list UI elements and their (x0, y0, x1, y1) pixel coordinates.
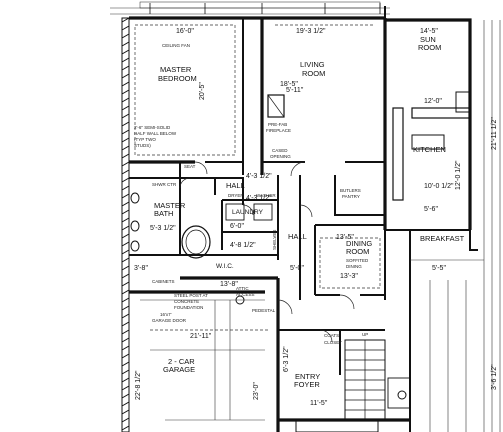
dim-right-lower: 3'-6 1/2" (491, 364, 498, 390)
dim-dining-w: 13'-5" (336, 234, 354, 241)
dim-sun-width: 14'-5" (420, 28, 438, 35)
note-soffit-1: SOFFITED (346, 258, 369, 263)
note-cased-2: OPENING (270, 154, 291, 159)
note-shower: SHWR CTR (152, 182, 177, 187)
dim-living-width: 19'-3 1/2" (296, 28, 326, 35)
note-garage-door-2: GARAGE DOOR (152, 318, 187, 323)
room-master-bath-1: MASTER (154, 201, 186, 210)
note-soffit-2: DINING (346, 264, 362, 269)
note-stair-3: FOUNDATION (174, 305, 203, 310)
tub (181, 225, 211, 259)
dim-kitchen-depth: 12'-0 1/2" (455, 160, 462, 190)
note-pantry-2: PANTRY (342, 194, 360, 199)
room-laundry: LAUNDRY (232, 209, 264, 216)
room-breakfast: BREAKFAST (420, 234, 465, 243)
room-living-1: LIVING (300, 60, 325, 69)
exterior-walls (129, 6, 501, 432)
garage-dim-lines (140, 299, 265, 421)
dim-hall-w: 5'-0" (290, 265, 304, 272)
dim-living-inner: 18'-5" (280, 81, 298, 88)
room-master-bedroom-2: BEDROOM (158, 74, 197, 83)
dim-bath-side: 4'-8 1/2" (230, 242, 256, 249)
room-dining-1: DINING (346, 239, 372, 248)
note-cased-1: CASED (272, 148, 288, 153)
right-lower-lines (295, 259, 484, 432)
note-fireplace-2: FIREPLACE (266, 128, 291, 133)
note-up: UP (362, 332, 368, 337)
note-half-wall-1: 2'-6" SEMI-SOLID (134, 125, 171, 130)
washer-dryer (225, 203, 273, 221)
note-washer: WASHER (256, 193, 276, 198)
note-coats: COATS (324, 333, 339, 338)
room-hall: HALL (288, 232, 307, 241)
note-garage-door-1: 16'x7' (160, 312, 172, 317)
left-wall-hatch (121, 17, 130, 432)
note-attic-2: ACCESS (236, 292, 255, 297)
room-foyer-1: ENTRY (295, 372, 320, 381)
note-fireplace-1: PRE-FAB (268, 122, 287, 127)
room-garage-1: 2 - CAR (168, 357, 195, 366)
note-stair-1: STEEL POST AT (174, 293, 208, 298)
dim-living-depth: 5'-11" (286, 87, 304, 94)
dim-sun-inner: 12'-0" (424, 98, 442, 105)
dim-dining-h: 13'-3" (340, 273, 358, 280)
dim-bath: 5'-3 1/2" (150, 225, 176, 232)
note-pantry-1: BUTLERS (340, 188, 361, 193)
dim-wic-w: 13'-8" (220, 281, 238, 288)
note-half-wall-3: (TYP TWO (134, 137, 156, 142)
room-dining-2: ROOM (346, 247, 369, 256)
room-master-bath-2: BATH (154, 209, 173, 218)
room-wic: W.I.C. (216, 263, 234, 270)
soffit-dashes (134, 24, 381, 331)
room-living-2: ROOM (302, 69, 325, 78)
room-hall-upper: HALL (226, 181, 245, 190)
note-shelves: SHELVES (272, 230, 277, 250)
sinks (130, 192, 407, 400)
dim-hall-b: 4'-3 1/2" (246, 195, 272, 202)
note-seat: SEAT (184, 164, 196, 169)
note-pedestal: PEDESTAL (252, 308, 276, 313)
top-dimension-band (110, 1, 390, 15)
room-foyer-2: FOYER (294, 380, 320, 389)
room-kitchen: KITCHEN (413, 145, 446, 154)
note-dryer: DRYER (228, 193, 244, 198)
room-master-bedroom-1: MASTER (160, 65, 192, 74)
dim-master-depth: 20'-5" (199, 82, 206, 100)
dim-kitchen-side: 5'-6" (424, 206, 438, 213)
note-stair-2: CONCRETE (174, 299, 199, 304)
dim-garage-depth: 23'-0" (253, 382, 260, 400)
dim-breakfast-w: 5'-5" (432, 265, 446, 272)
dim-master-width: 16'-0" (176, 28, 194, 35)
room-sun-1: SUN (420, 35, 436, 44)
dim-right-total: 21'-11 1/2" (491, 117, 498, 150)
dim-kitchen-lower: 10'-0 1/2" (424, 183, 454, 190)
dim-foyer-w: 11'-5" (310, 400, 328, 407)
dim-hall-a: 4'-3 1/2" (246, 173, 272, 180)
stairs (344, 339, 386, 421)
note-ceiling-fan: CEILING FAN (162, 43, 190, 48)
dim-garage-side: 22'-8 1/2" (135, 370, 142, 400)
door-swings (179, 161, 355, 343)
room-sun-2: ROOM (418, 43, 441, 52)
interior-walls (129, 18, 471, 432)
note-half-wall-2: HALF WALL BELOW (134, 131, 177, 136)
note-cabinets: CABINETS (152, 279, 175, 284)
note-attic-1: ATTIC (236, 286, 249, 291)
room-garage-2: GARAGE (163, 365, 195, 374)
room-closet: CLOSET (324, 340, 342, 345)
dim-foyer-side: 6'-3 1/2" (283, 346, 290, 372)
fireplace (267, 94, 285, 118)
dim-laundry-w: 6'-0" (230, 223, 244, 230)
dim-wic-side: 3'-8" (134, 265, 148, 272)
dim-garage-w: 21'-11" (190, 333, 212, 340)
note-half-wall-4: STUDS) (134, 143, 151, 148)
